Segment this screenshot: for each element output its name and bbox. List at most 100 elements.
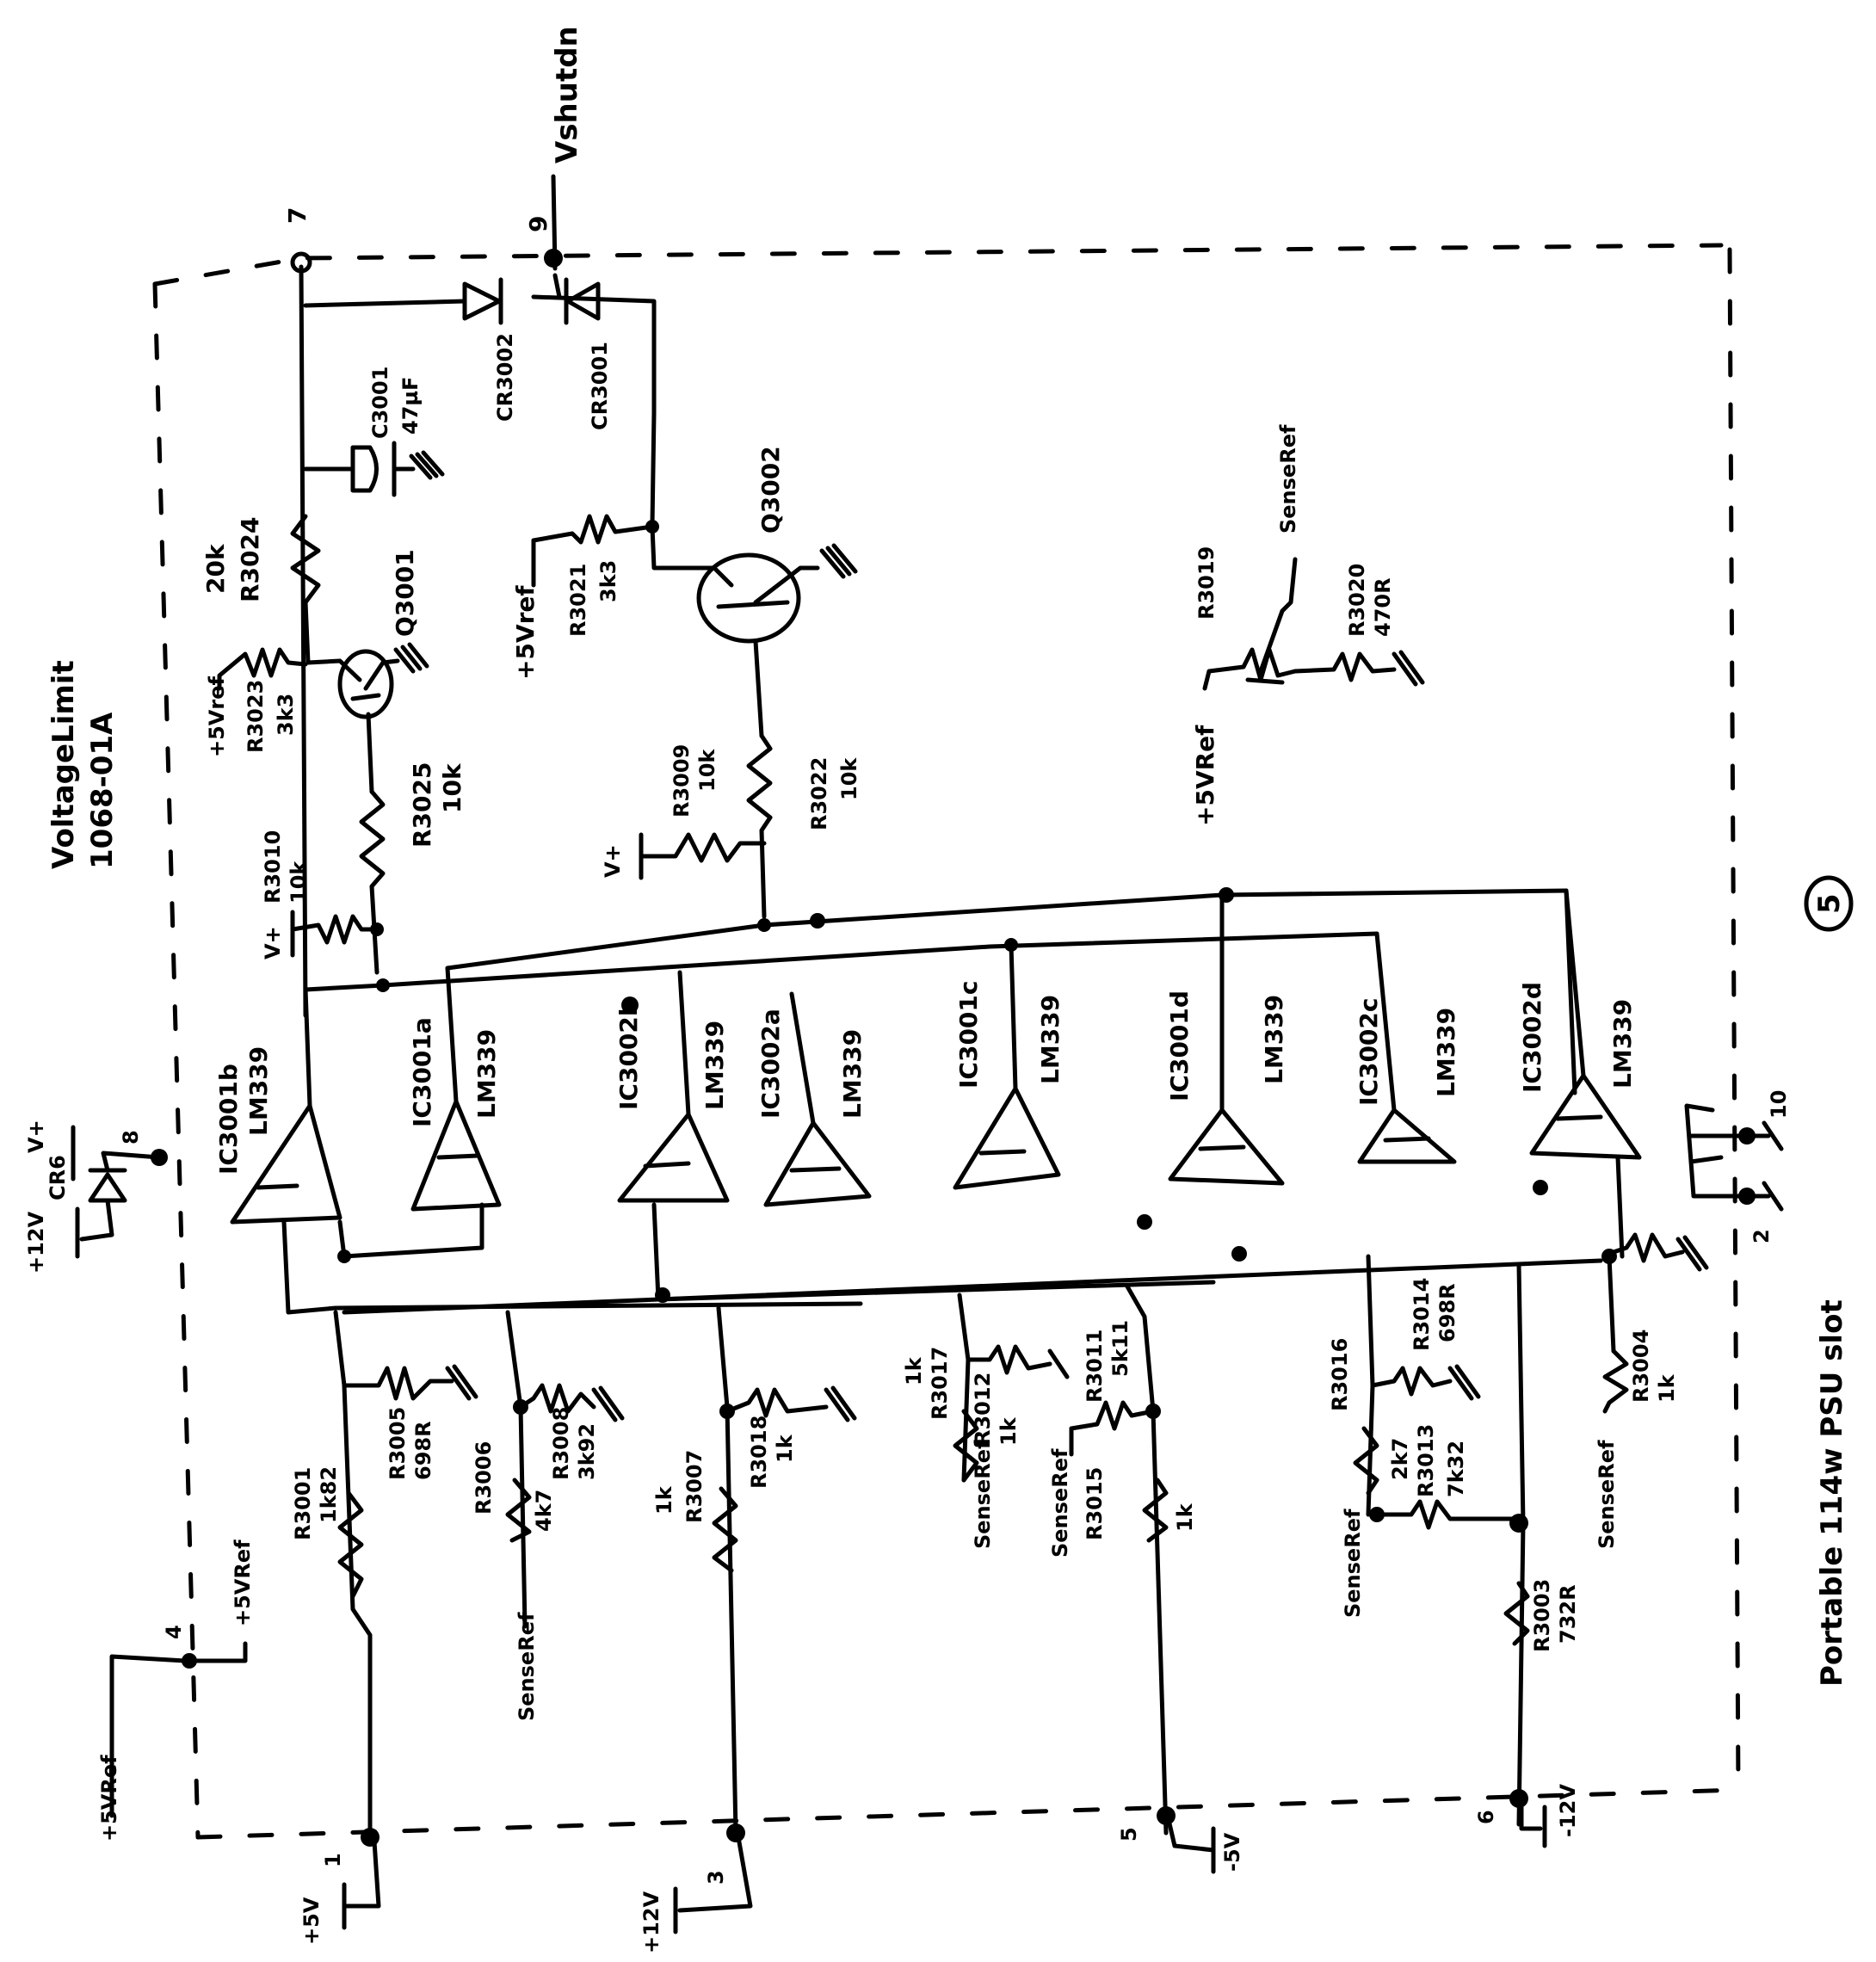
transistor-q3001: Q3001 (305, 549, 429, 794)
pin-5-label: 5 (1117, 1827, 1141, 1842)
r3005-senseref-label: SenseRef (515, 1612, 539, 1721)
r3020-ref: R3020 (1345, 564, 1369, 637)
resistor-r3024: 20k R3024 (201, 514, 321, 665)
pin-5-connector: 5 -5V (1117, 1806, 1244, 1874)
transistor-q3002: Q3002 (645, 410, 858, 738)
vshutdown-output: Vshutdn 9 (524, 26, 584, 271)
r3018-ref: R3017 (928, 1347, 952, 1420)
ic3002c-part: LM339 (1432, 1008, 1460, 1097)
output-buses (303, 887, 1577, 1095)
ic3001b-part: LM339 (244, 1046, 273, 1136)
divider-neg12v: R3016 2k7 R3014 698R R3013 7k32 R3003 73… (1328, 1254, 1580, 1827)
r3005-ref: R3006 (472, 1441, 496, 1515)
board-outline (152, 243, 1741, 1840)
r3023-value: 3k3 (274, 694, 298, 736)
r3013-ref: R3003 (1530, 1579, 1554, 1652)
ic3002b-ref: IC3002b (614, 999, 643, 1110)
sheet-footer: Portable 114w PSU slot (1815, 1299, 1849, 1687)
r3001-ref: R3005 (386, 1407, 410, 1480)
r3018-value: 1k (902, 1356, 926, 1385)
vshutdown-label: Vshutdn (550, 26, 584, 164)
ic3002d-ref: IC3002d (1518, 982, 1546, 1093)
pin-1-net-label: +5V (299, 1897, 324, 1945)
pot-senseref-label: SenseRef (1276, 424, 1300, 534)
resistor-r3025: R3025 10k (359, 762, 466, 975)
capacitor-c3001: C3001 47µF (303, 367, 445, 497)
comparator-ic3002d: IC3002d LM339 (1518, 888, 1642, 1160)
c3001-ref: C3001 (368, 367, 392, 439)
r3010-supply-label: V+ (261, 926, 285, 959)
diode-cr6: CR6 +12V V+ 8 (24, 1120, 168, 1274)
resistor-r3004 (1611, 1232, 1709, 1272)
pin-7-node: 7 (283, 207, 312, 274)
comparator-ic3001a: IC3001a LM339 (408, 966, 502, 1212)
r3022-ref: R3022 (807, 757, 831, 830)
resistor-r3010: R3010 10k V+ (261, 830, 384, 959)
r3003-senseref-label: SenseRef (1595, 1440, 1619, 1549)
r3008-value: 1k (652, 1485, 676, 1515)
r3016-ref: R3014 (1410, 1278, 1434, 1351)
r3017-ref: R3012 (971, 1373, 995, 1446)
pin-1-label: 1 (321, 1853, 345, 1867)
comparator-ic3001d: IC3001d LM339 (1165, 892, 1288, 1186)
pin-4-external-label: +5VRef (97, 1755, 121, 1842)
r3003-value: 1k (1655, 1373, 1679, 1403)
pin-6-net-label: -12V (1556, 1784, 1580, 1837)
pin-6-label: 6 (1474, 1810, 1498, 1824)
cr3002-ref: CR3002 (493, 333, 517, 422)
c3001-value: 47µF (398, 377, 423, 435)
pin-4-label: 4 (162, 1625, 186, 1639)
ic3001d-ref: IC3001d (1165, 990, 1194, 1101)
pin-3-connector: 3 +12V (639, 1823, 753, 1953)
divider-senseref-b: 1k R3017 R3012 1k SenseRef (902, 1293, 1070, 1549)
comparator-ic3002a: IC3002a LM339 (756, 991, 872, 1207)
pin-6-connector: 6 -12V (1474, 1784, 1580, 1848)
r3001-value: 698R (411, 1421, 435, 1480)
comparator-ic3001b: IC3001b LM339 (214, 987, 342, 1225)
r3009-supply-label: V+ (601, 844, 625, 878)
ic3002b-part: LM339 (700, 1021, 729, 1110)
comparator-ic3001c: IC3001c LM339 (953, 942, 1065, 1190)
divider-neg5v: R3011 5k11 R3015 1k SenseRef (1048, 1284, 1197, 1836)
pin-1-connector: 1 +5V (299, 1828, 381, 1945)
r3003-ref: R3004 (1629, 1330, 1653, 1403)
ic3002a-ref: IC3002a (756, 1009, 785, 1119)
ic3001c-ref: IC3001c (954, 981, 983, 1089)
sheet-number-badge: 5 (1804, 875, 1854, 932)
r3015-ref: R3016 (1328, 1338, 1352, 1411)
ic3002d-part: LM339 (1608, 999, 1637, 1089)
r3005-value: 4k7 (532, 1490, 556, 1532)
ic3001a-ref: IC3001a (408, 1017, 436, 1127)
cr6-input-label: +12V (24, 1211, 48, 1274)
r3024-ref: R3024 (236, 517, 264, 603)
divider-senseref-a: R3006 4k7 R3008 3k92 SenseRef (472, 1310, 625, 1721)
resistor-r3023: R3023 3k3 +5Vref (205, 647, 308, 757)
ic3001d-part: LM339 (1260, 995, 1288, 1084)
drawing-number: 1068-01A (85, 712, 120, 869)
r3011-value: 1k (1173, 1502, 1197, 1532)
r3025-value: 10k (438, 762, 466, 813)
q3001-supply-label: +5Vref (205, 676, 229, 757)
r3011-ref: R3015 (1083, 1467, 1107, 1540)
r3013-value: 732R (1556, 1584, 1580, 1644)
r3008-ref: R3007 (682, 1450, 707, 1523)
sheet-number: 5 (1812, 893, 1847, 914)
pin-3-label: 3 (704, 1870, 728, 1885)
r3007-value: 1k (773, 1434, 797, 1463)
pin-4-internal-label: +5VRef (231, 1539, 255, 1626)
cr6-ref: CR6 (46, 1155, 70, 1200)
pin-10-label: 10 (1767, 1090, 1791, 1119)
r3011-senseref-label: SenseRef (1048, 1448, 1072, 1558)
r3018-senseref-label: SenseRef (971, 1440, 995, 1549)
r3014-value: 7k32 (1444, 1441, 1468, 1497)
r3009-value: 10k (695, 749, 719, 792)
r3023-ref: R3023 (244, 680, 268, 753)
pin-2-label: 2 (1749, 1229, 1774, 1243)
r3015-senseref-label: SenseRef (1341, 1509, 1365, 1618)
cr6-output-label: V+ (24, 1120, 48, 1153)
pin-5-net-label: -5V (1220, 1832, 1244, 1872)
r3024-value: 20k (201, 543, 230, 594)
pin-4-connector: 4 +5VRef +5VRef (97, 1539, 255, 1842)
reference-buses (281, 1155, 1625, 1315)
